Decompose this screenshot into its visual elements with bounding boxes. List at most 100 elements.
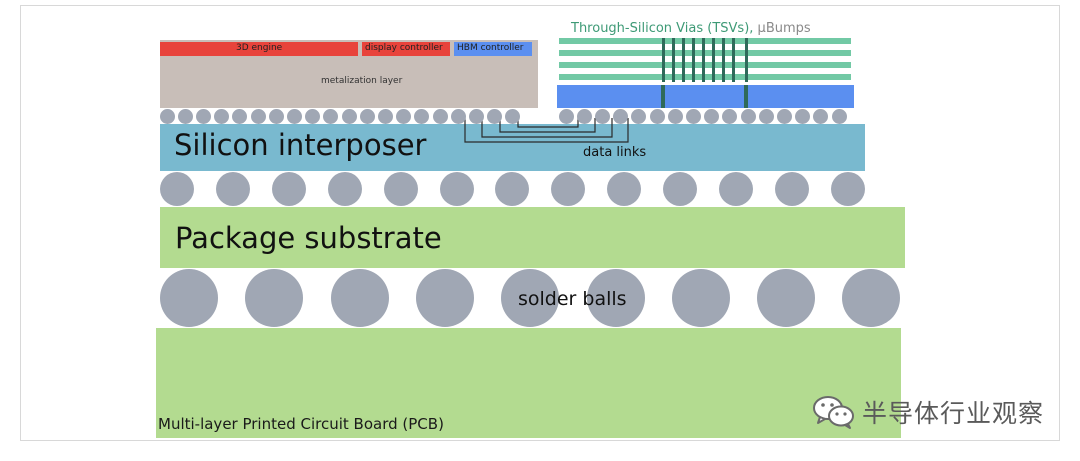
- micro-bump: [558, 108, 574, 124]
- tsv-via: [712, 38, 715, 50]
- ubumps-text: µBumps: [757, 21, 811, 36]
- tsv-via: [702, 74, 705, 82]
- watermark-text: 半导体行业观察: [862, 399, 1045, 428]
- c4-bump: [439, 172, 474, 206]
- tsv-via: [702, 50, 705, 62]
- tsv-via: [692, 38, 695, 50]
- hbm-dram-layer: [559, 50, 851, 56]
- micro-bump: [450, 108, 466, 124]
- tsv-via: [732, 50, 735, 62]
- pcb-label: Multi-layer Printed Circuit Board (PCB): [158, 415, 444, 433]
- solder-ball: [757, 269, 816, 327]
- tsv-via: [662, 38, 665, 50]
- c4-bump: [663, 172, 698, 206]
- tsv-via: [745, 74, 748, 82]
- tsv-via: [682, 74, 685, 82]
- tsv-via: [662, 50, 665, 62]
- micro-bump: [359, 108, 375, 124]
- c4-bump: [383, 172, 418, 206]
- tsv-via: [732, 38, 735, 50]
- tsv-via: [732, 74, 735, 82]
- solder-ball: [671, 269, 730, 327]
- micro-bump: [631, 108, 647, 124]
- display-controller-block: [362, 42, 450, 56]
- c4-bump: [607, 172, 642, 206]
- tsv-via: [712, 50, 715, 62]
- tsv-through-logic-left: [661, 85, 665, 108]
- micro-bump: [487, 108, 503, 124]
- silicon-interposer-label: Silicon interposer: [174, 128, 427, 162]
- micro-bump: [613, 108, 629, 124]
- c4-bump: [215, 172, 250, 206]
- solder-ball: [330, 269, 389, 327]
- tsv-through-logic-right: [744, 85, 748, 108]
- micro-bump: [250, 108, 266, 124]
- hbm-controller-label: HBM controller: [457, 43, 524, 53]
- micro-bump: [323, 108, 339, 124]
- tsv-via: [662, 74, 665, 82]
- micro-bump: [159, 108, 175, 124]
- tsv-via: [682, 38, 685, 50]
- micro-bump: [195, 108, 211, 124]
- micro-bump: [268, 108, 284, 124]
- wechat-icon: [813, 396, 854, 429]
- micro-bump: [813, 108, 829, 124]
- 3d-engine-block: [160, 42, 358, 56]
- c4-bump: [160, 172, 194, 206]
- micro-bump: [177, 108, 193, 124]
- solder-ball: [245, 269, 304, 327]
- tsv-via: [672, 50, 675, 62]
- hbm-dram-layer: [559, 62, 851, 68]
- solder-ball: [415, 269, 474, 327]
- c4-bump: [719, 172, 753, 206]
- micro-bump: [505, 108, 521, 124]
- micro-bump: [776, 108, 792, 124]
- tsv-via: [712, 74, 715, 82]
- micro-bump: [377, 108, 393, 124]
- c4-bump: [327, 172, 362, 206]
- micro-bump: [704, 108, 720, 124]
- tsv-via: [682, 62, 685, 74]
- c4-bump: [830, 172, 865, 206]
- micro-bump: [468, 108, 484, 124]
- solder-ball: [842, 269, 901, 327]
- tsv-title: Through-Silicon Vias (TSVs), µBumps: [571, 22, 811, 35]
- package-substrate-layer: [160, 207, 905, 268]
- solder-ball: [586, 269, 645, 327]
- tsv-via: [692, 50, 695, 62]
- c4-bump: [774, 172, 809, 206]
- c4-bump: [271, 172, 306, 206]
- solder-ball: [160, 269, 218, 327]
- watermark: 半导体行业观察: [812, 392, 1044, 432]
- micro-bump: [685, 108, 701, 124]
- tsv-via: [702, 38, 705, 50]
- pcb-layer: [156, 328, 901, 438]
- tsv-via: [722, 74, 725, 82]
- c4-bump: [495, 172, 530, 206]
- package-substrate-label: Package substrate: [175, 221, 442, 255]
- micro-bump: [740, 108, 756, 124]
- tsv-via: [672, 38, 675, 50]
- tsv-via: [745, 62, 748, 74]
- figure-frame: [20, 5, 1060, 441]
- solder-balls-label: solder balls: [518, 288, 627, 310]
- micro-bump: [722, 108, 738, 124]
- solder-ball: [501, 269, 560, 327]
- tsv-via: [682, 50, 685, 62]
- micro-bump: [594, 108, 610, 124]
- micro-bump: [795, 108, 811, 124]
- display-controller-label: display controller: [365, 43, 443, 53]
- micro-bump: [214, 108, 230, 124]
- tsv-via: [662, 62, 665, 74]
- hbm-dram-layer: [559, 38, 851, 44]
- metalization-layer-label: metalization layer: [321, 76, 403, 86]
- micro-bump: [341, 108, 357, 124]
- c4-bump: [551, 172, 586, 206]
- tsv-via: [672, 74, 675, 82]
- tsv-title-text: Through-Silicon Vias (TSVs),: [571, 21, 754, 36]
- tsv-via: [722, 50, 725, 62]
- hbm-logic-die: [557, 85, 854, 108]
- tsv-via: [745, 38, 748, 50]
- micro-bump: [286, 108, 302, 124]
